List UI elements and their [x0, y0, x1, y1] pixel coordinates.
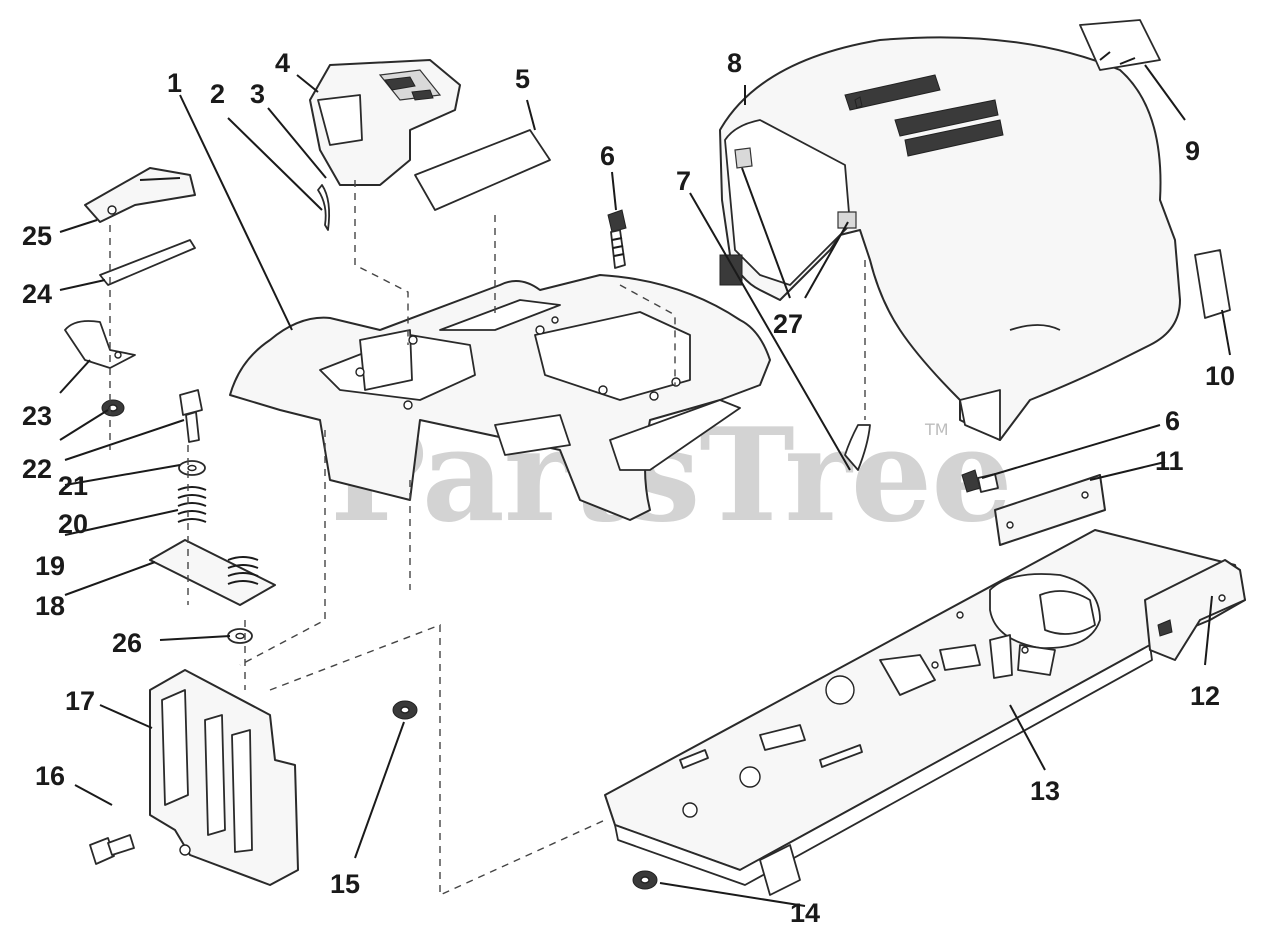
callout-15: 15	[330, 869, 360, 899]
callout-13: 13	[1030, 776, 1060, 806]
nut-part-22[interactable]	[101, 399, 125, 417]
hood-grille-lettering	[844, 74, 1004, 157]
callout-22: 22	[22, 454, 52, 484]
bracket-part-11[interactable]	[994, 474, 1106, 546]
bolt-part-21[interactable]	[179, 389, 203, 443]
washer-part-26[interactable]	[227, 628, 253, 644]
spring-part-19[interactable]	[177, 486, 207, 523]
callout-7: 7	[676, 166, 691, 196]
callout-27: 27	[773, 309, 803, 339]
clip-part-3[interactable]	[317, 184, 331, 231]
hood-part[interactable]	[719, 36, 1181, 441]
callout-12: 12	[1190, 681, 1220, 711]
bolt-part-16[interactable]	[89, 834, 135, 865]
callout-10: 10	[1205, 361, 1235, 391]
callout-9: 9	[1185, 136, 1200, 166]
callout-21: 21	[58, 471, 88, 501]
bracket-part-12[interactable]	[1144, 559, 1246, 661]
latch-part-7[interactable]	[844, 424, 871, 471]
callout-11: 11	[1155, 446, 1184, 476]
decal-part-10[interactable]	[1194, 249, 1231, 319]
clamp-part-23[interactable]	[64, 320, 136, 369]
callout-6-right: 6	[1165, 406, 1180, 436]
nut-part-15[interactable]	[392, 700, 418, 720]
nut-part-14[interactable]	[632, 870, 658, 890]
decal-part-9[interactable]	[1079, 19, 1161, 71]
bolt-part-6-top[interactable]	[607, 209, 627, 269]
bracket-part-17[interactable]	[149, 669, 299, 886]
callout-4: 4	[275, 48, 290, 78]
callout-5: 5	[515, 64, 530, 94]
plate-part-24[interactable]	[99, 239, 196, 286]
washer-part-20[interactable]	[178, 460, 206, 476]
plate-part-25[interactable]	[84, 167, 196, 223]
decal-part-5[interactable]	[414, 129, 551, 211]
callout-labels: 1 2 3 4 5 6 7 8 9 10 6 11 12 13 14 15 16…	[22, 48, 1235, 928]
callout-14: 14	[790, 898, 820, 928]
bolt-part-6-right[interactable]	[961, 469, 999, 493]
assembly-lines	[109, 180, 866, 897]
fender-deck-part[interactable]	[229, 274, 771, 521]
frame-part-13[interactable]	[604, 529, 1246, 886]
callout-17: 17	[65, 686, 95, 716]
callout-3: 3	[250, 79, 265, 109]
callout-20: 20	[58, 509, 88, 539]
callout-16: 16	[35, 761, 65, 791]
callout-8: 8	[727, 48, 742, 78]
callout-24: 24	[22, 279, 52, 309]
callout-19: 19	[35, 551, 65, 581]
spring-plate-part-18[interactable]	[149, 539, 276, 606]
callout-25: 25	[22, 221, 52, 251]
trademark-mark: TM	[924, 420, 949, 439]
callout-6-top: 6	[600, 141, 615, 171]
leader-lines	[59, 64, 1231, 907]
callout-23: 23	[22, 401, 52, 431]
frame-foot-bracket	[759, 844, 801, 896]
cup-holder-part[interactable]	[309, 59, 461, 186]
callout-18: 18	[35, 591, 65, 621]
callout-26: 26	[112, 628, 142, 658]
callout-2: 2	[210, 79, 225, 109]
callout-1: 1	[167, 68, 182, 98]
